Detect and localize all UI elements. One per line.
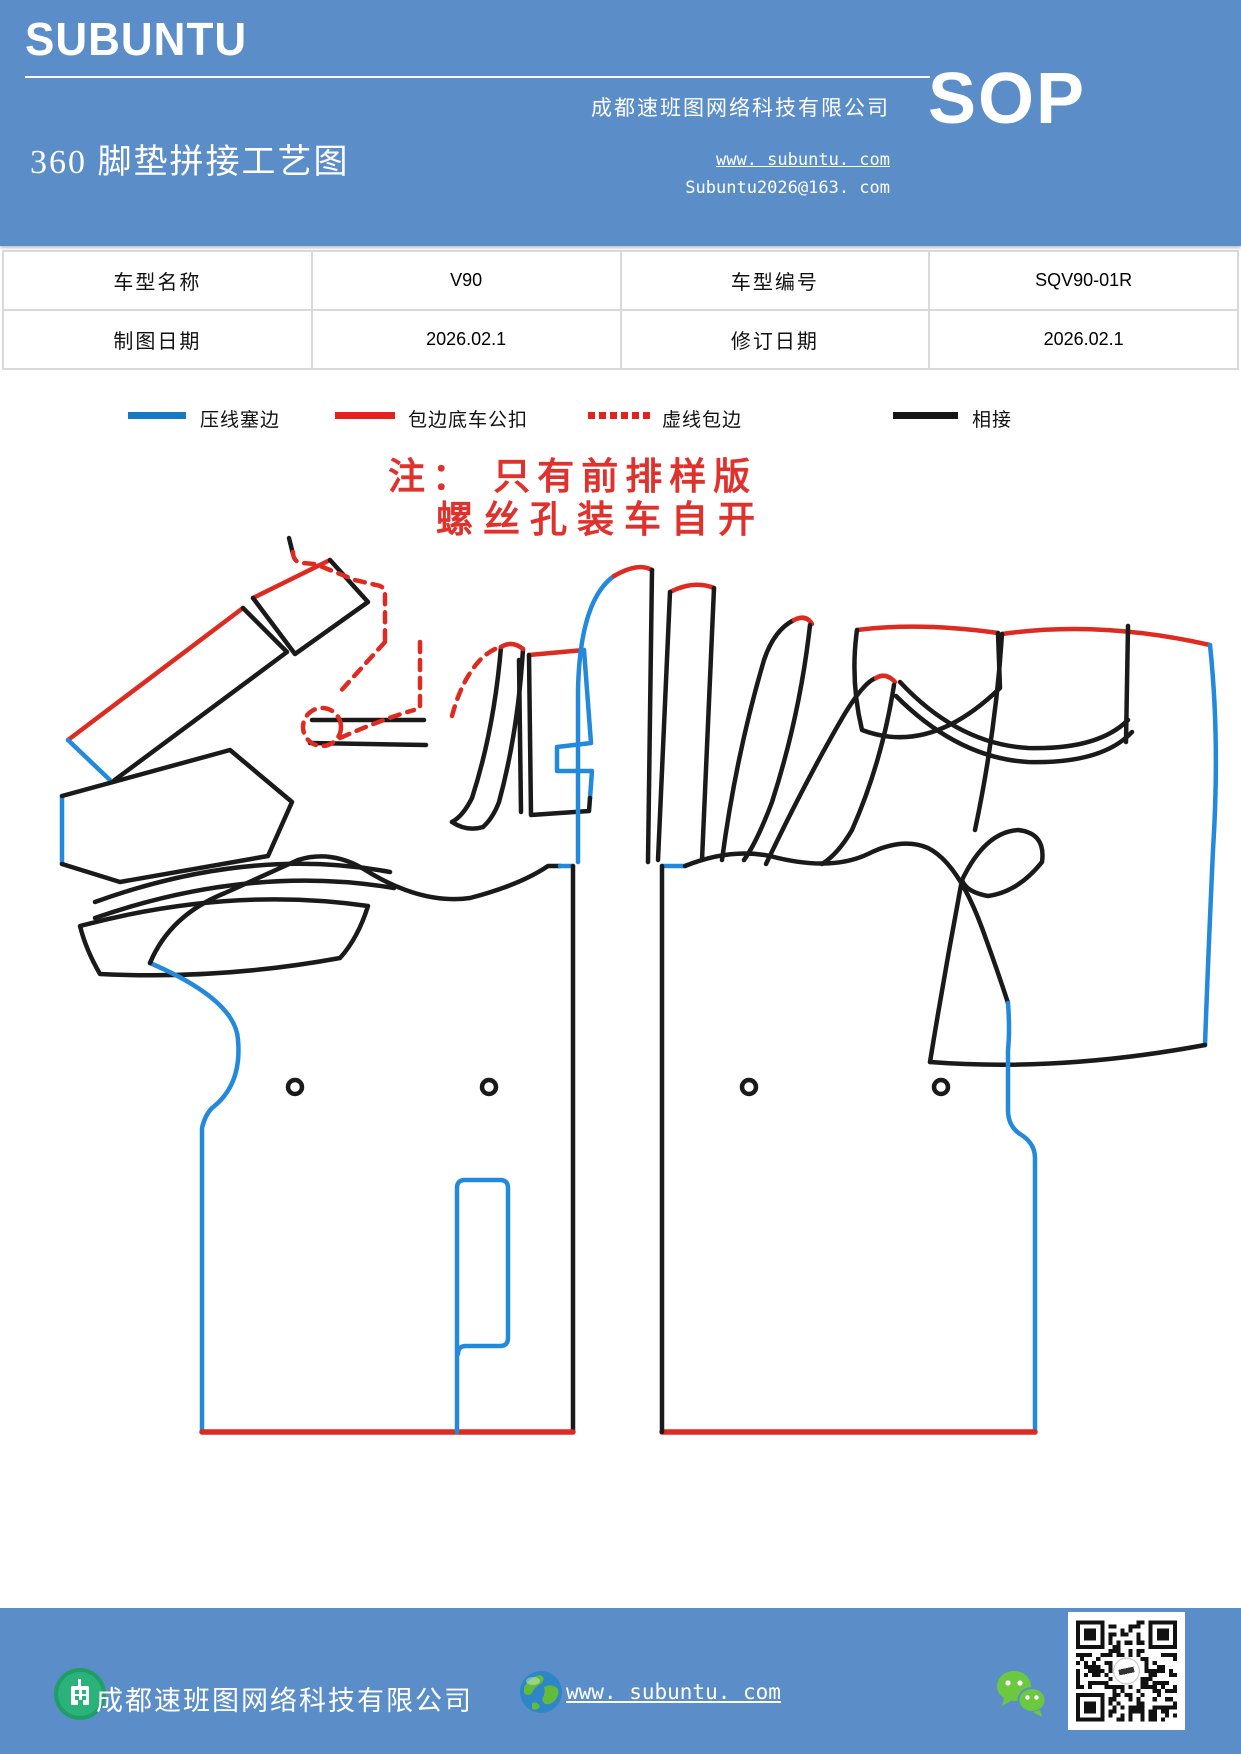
draw-date-label: 制图日期	[2, 309, 313, 370]
rear-pieces	[852, 623, 1219, 1067]
header-email: Subuntu2026@163. com	[685, 178, 890, 198]
screw-hole	[931, 1077, 951, 1097]
qr-code	[1068, 1612, 1185, 1730]
footer-company-name: 成都速班图网络科技有限公司	[96, 1686, 473, 1716]
sop-label: SOP	[928, 59, 1087, 139]
line-legend: 压线塞边 包边底车公扣 虚线包边 相接	[0, 398, 1241, 438]
dashed-binding-detail	[290, 549, 504, 749]
header-company-name: 成都速班图网络科技有限公司	[591, 96, 890, 120]
blue-line-swatch	[128, 412, 186, 419]
vehicle-info-table: 车型名称 V90 车型编号 SQV90-01R 制图日期 2026.02.1 修…	[2, 250, 1239, 370]
header-band: SUBUNTU 360 脚垫拼接工艺图 成都速班图网络科技有限公司 SOP ww…	[0, 0, 1241, 246]
note-line-1: 注： 只有前排样版	[388, 456, 758, 497]
mat-slot	[454, 1177, 511, 1435]
screw-holes	[285, 1077, 951, 1097]
left-mat	[147, 854, 576, 1435]
footer-band	[0, 1608, 1241, 1754]
screw-hole	[739, 1077, 759, 1097]
note-line-2: 螺丝孔装车自开	[436, 499, 765, 540]
legend-label: 包边底车公扣	[408, 410, 529, 431]
legend-label: 相接	[972, 410, 1013, 431]
legend-label: 虚线包边	[662, 410, 743, 431]
building-icon	[54, 1668, 106, 1720]
screw-hole	[479, 1077, 499, 1097]
right-mat	[659, 841, 1038, 1435]
red-dashed-swatch	[588, 412, 652, 419]
legend-label: 压线塞边	[200, 410, 281, 431]
revise-date-value: 2026.02.1	[928, 309, 1239, 370]
table-row: 车型名称 V90 车型编号 SQV90-01R	[2, 250, 1239, 311]
red-line-swatch	[335, 412, 395, 419]
left-mat-top-pieces	[59, 535, 595, 978]
globe-icon	[520, 1671, 562, 1713]
wechat-icon	[997, 1671, 1047, 1717]
screw-hole	[285, 1077, 305, 1097]
page-title: 360 脚垫拼接工艺图	[30, 144, 350, 181]
model-code-value: SQV90-01R	[928, 250, 1239, 311]
draw-date-value: 2026.02.1	[310, 309, 622, 370]
right-mat-top-pieces	[575, 564, 1135, 867]
model-name-label: 车型名称	[2, 250, 313, 311]
table-row: 制图日期 2026.02.1 修订日期 2026.02.1	[2, 309, 1239, 370]
brand-logo: SUBUNTU	[25, 14, 248, 66]
revise-date-label: 修订日期	[619, 309, 931, 370]
pattern-diagram	[59, 535, 1219, 1435]
model-code-label: 车型编号	[619, 250, 931, 311]
header-website-link[interactable]: www. subuntu. com	[716, 150, 890, 170]
header-divider	[25, 76, 930, 78]
black-line-swatch	[893, 412, 958, 419]
model-name-value: V90	[310, 250, 622, 311]
assembly-note: 注： 只有前排样版 螺丝孔装车自开	[388, 455, 765, 541]
footer-website-link[interactable]: www. subuntu. com	[566, 1680, 781, 1704]
